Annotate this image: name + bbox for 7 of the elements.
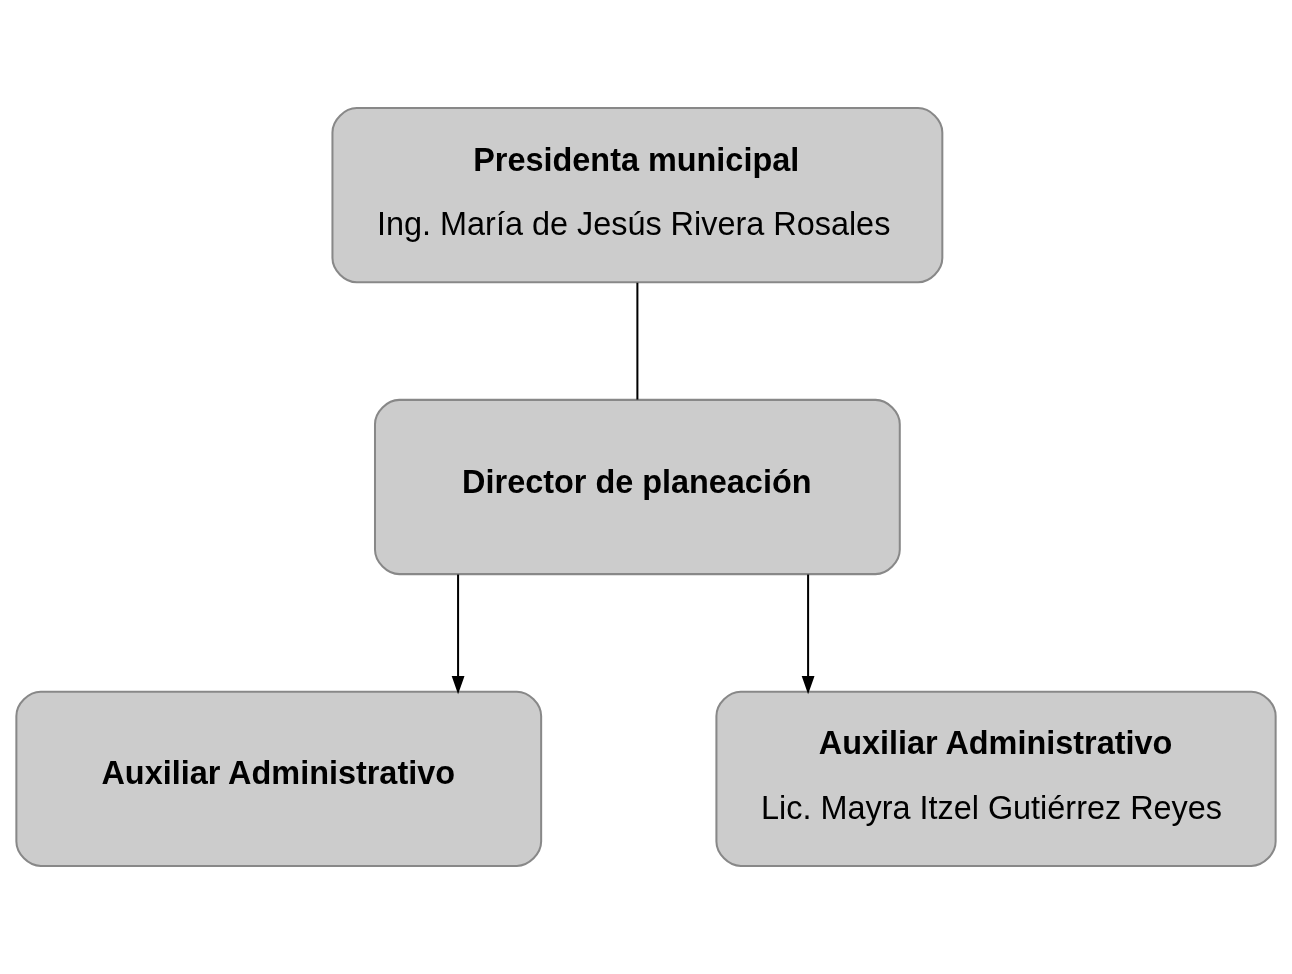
node-box: Auxiliar Administrativo	[15, 690, 543, 867]
arrow	[451, 574, 465, 695]
node-box: Auxiliar Administrativo Lic. Mayra Itzel Gutiérrez Reyes	[715, 690, 1277, 867]
node-box: Presidenta municipal Ing. María de Jesús Rivera Rosales	[331, 107, 944, 284]
arrow	[801, 574, 815, 695]
connector	[636, 282, 639, 400]
node-box: Director de planeación	[374, 398, 901, 576]
